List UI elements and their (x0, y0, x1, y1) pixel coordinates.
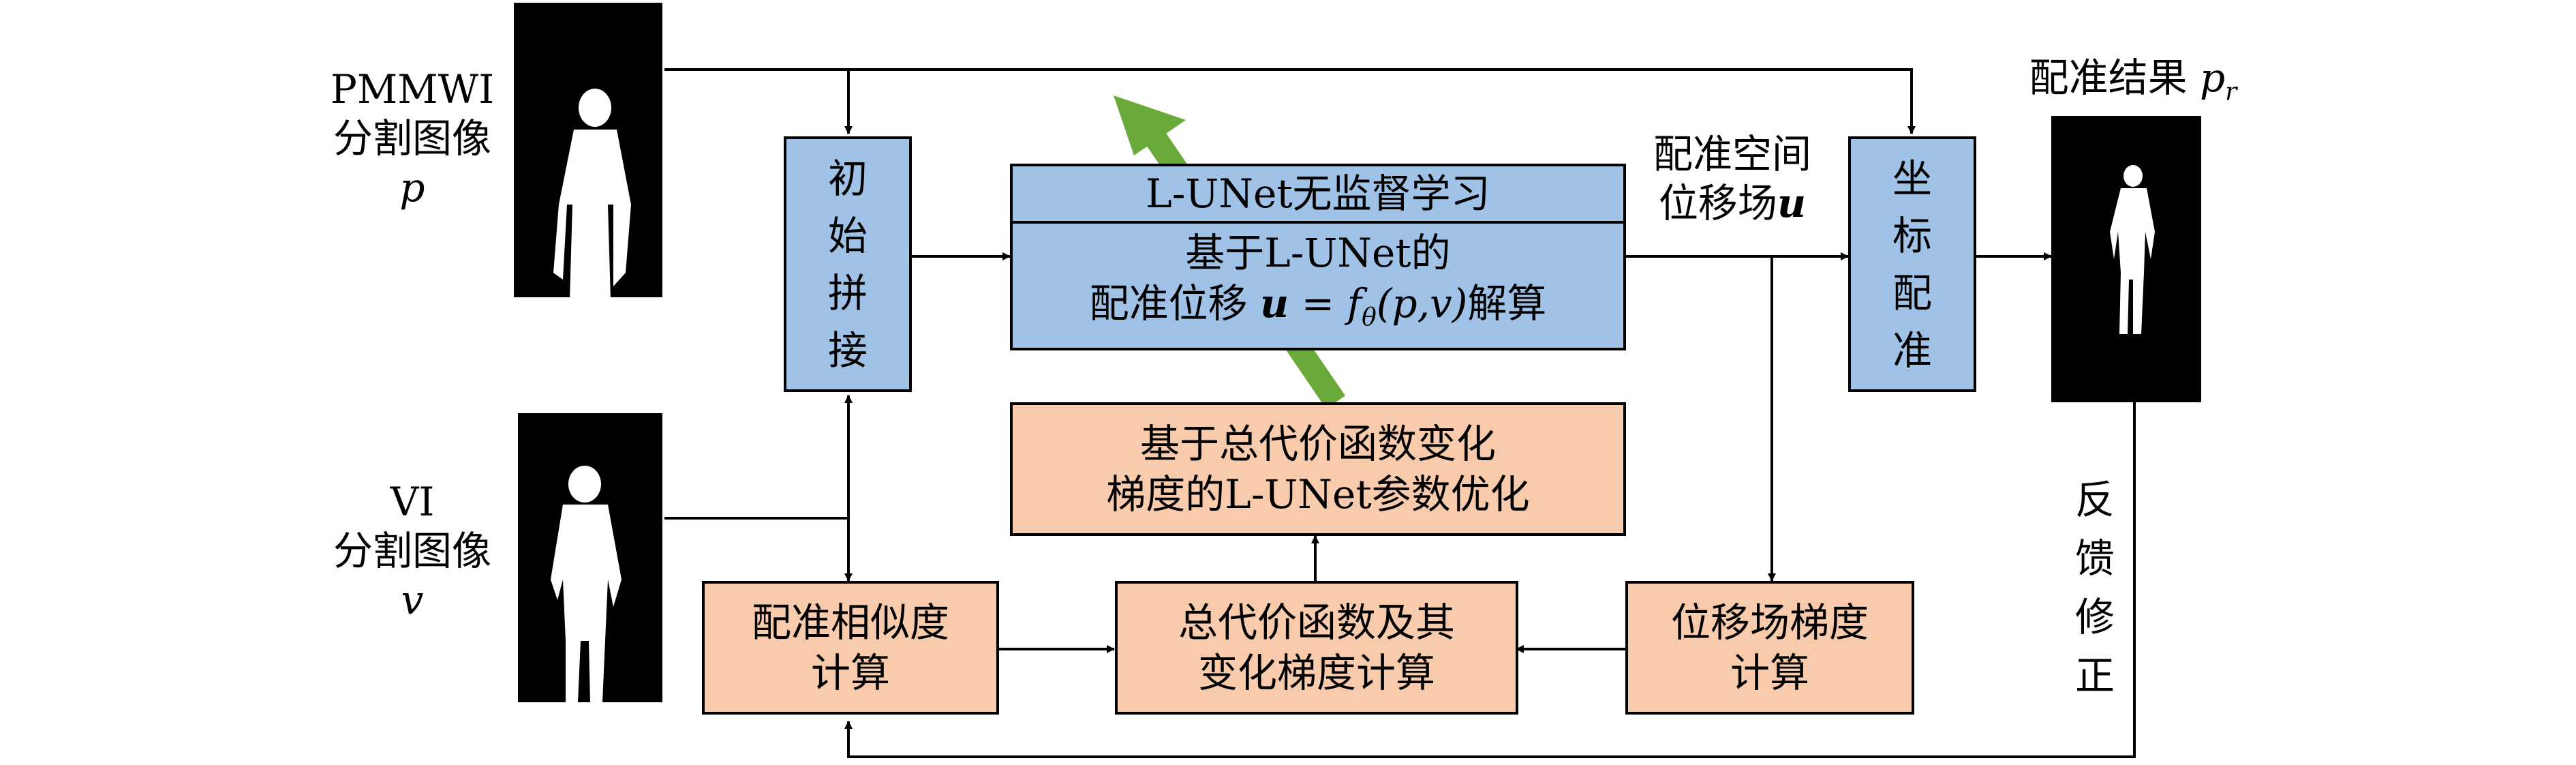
coord-register-box: 坐 标 配 准 (1848, 136, 1976, 392)
feedback-char-3: 修 (2074, 594, 2115, 640)
pmmwi-label: PMMWI 分割图像 p (320, 65, 504, 212)
pmmwi-desc: 分割图像 (333, 115, 491, 162)
field-label: 配准空间 位移场u (1630, 130, 1835, 228)
dispgrad-line1: 位移场梯度 (1670, 599, 1869, 646)
feedback-char-1: 反 (2074, 477, 2115, 523)
coord-char-2: 标 (1892, 212, 1932, 259)
result-label: 配准结果 pr (2017, 53, 2249, 117)
coord-char-3: 配 (1892, 269, 1932, 316)
field-prefix: 位移场 (1658, 180, 1777, 226)
init-char-4: 接 (827, 327, 868, 374)
arrow-pmmwi-to-init (664, 68, 853, 134)
feedback-label: 反 馈 修 正 (2068, 470, 2122, 705)
totalcost-line2: 变化梯度计算 (1197, 650, 1435, 696)
formula-f: f (1347, 280, 1362, 327)
init-stitch-box: 初 始 拼 接 (784, 136, 912, 392)
lunet-solve-suffix: 解算 (1467, 280, 1547, 327)
lunet-header-box: L-UNet无监督学习 (1010, 164, 1626, 224)
lunet-solve-line2: 配准位移 u = fθ(p,v)解算 (1090, 278, 1547, 344)
lunet-solve-prefix: 配准位移 (1089, 280, 1260, 327)
lunet-header-text: L-UNet无监督学习 (1146, 170, 1490, 217)
optimize-line2: 梯度的L-UNet参数优化 (1106, 471, 1530, 518)
init-char-3: 拼 (827, 269, 868, 316)
lunet-solve-line1: 基于L-UNet的 (1185, 230, 1451, 277)
arrow-pmmwi-to-coord (848, 68, 1916, 134)
formula-eq: = (1289, 280, 1347, 327)
dispgrad-box: 位移场梯度 计算 (1625, 581, 1914, 715)
totalcost-line1: 总代价函数及其 (1178, 599, 1455, 646)
vi-var: v (401, 577, 424, 623)
similarity-line1: 配准相似度 (751, 599, 949, 646)
result-prefix: 配准结果 (2029, 55, 2201, 101)
vi-silhouette (551, 466, 622, 702)
field-var: u (1777, 180, 1807, 226)
formula-args: (p,v) (1376, 280, 1468, 327)
init-char-2: 始 (827, 212, 868, 259)
vi-name: VI (390, 479, 435, 525)
lunet-solve-box: 基于L-UNet的 配准位移 u = fθ(p,v)解算 (1010, 221, 1626, 350)
feedback-char-2: 馈 (2074, 535, 2115, 582)
result-sub: r (2225, 78, 2237, 106)
result-var: p (2200, 55, 2226, 101)
optimize-box: 基于总代价函数变化 梯度的L-UNet参数优化 (1010, 402, 1626, 536)
feedback-char-4: 正 (2074, 652, 2115, 699)
field-line2: 位移场u (1630, 179, 1835, 228)
dispgrad-line2: 计算 (1730, 650, 1809, 696)
pmmwi-name: PMMWI (330, 66, 495, 112)
vi-label: VI 分割图像 v (320, 477, 504, 625)
similarity-line2: 计算 (810, 650, 890, 696)
similarity-box: 配准相似度 计算 (702, 581, 999, 715)
formula-u: u (1260, 280, 1289, 327)
pmmwi-var: p (399, 164, 425, 211)
coord-char-1: 坐 (1892, 155, 1932, 202)
optimize-line1: 基于总代价函数变化 (1139, 421, 1496, 467)
result-silhouette (2110, 165, 2155, 334)
field-line1: 配准空间 (1653, 131, 1811, 177)
arrow-feedback (844, 402, 2136, 758)
formula-sub: θ (1362, 303, 1377, 332)
totalcost-box: 总代价函数及其 变化梯度计算 (1115, 581, 1518, 715)
pmmwi-silhouette (553, 89, 631, 360)
vi-desc: 分割图像 (333, 528, 491, 574)
coord-char-4: 准 (1892, 327, 1932, 374)
init-char-1: 初 (827, 155, 868, 202)
